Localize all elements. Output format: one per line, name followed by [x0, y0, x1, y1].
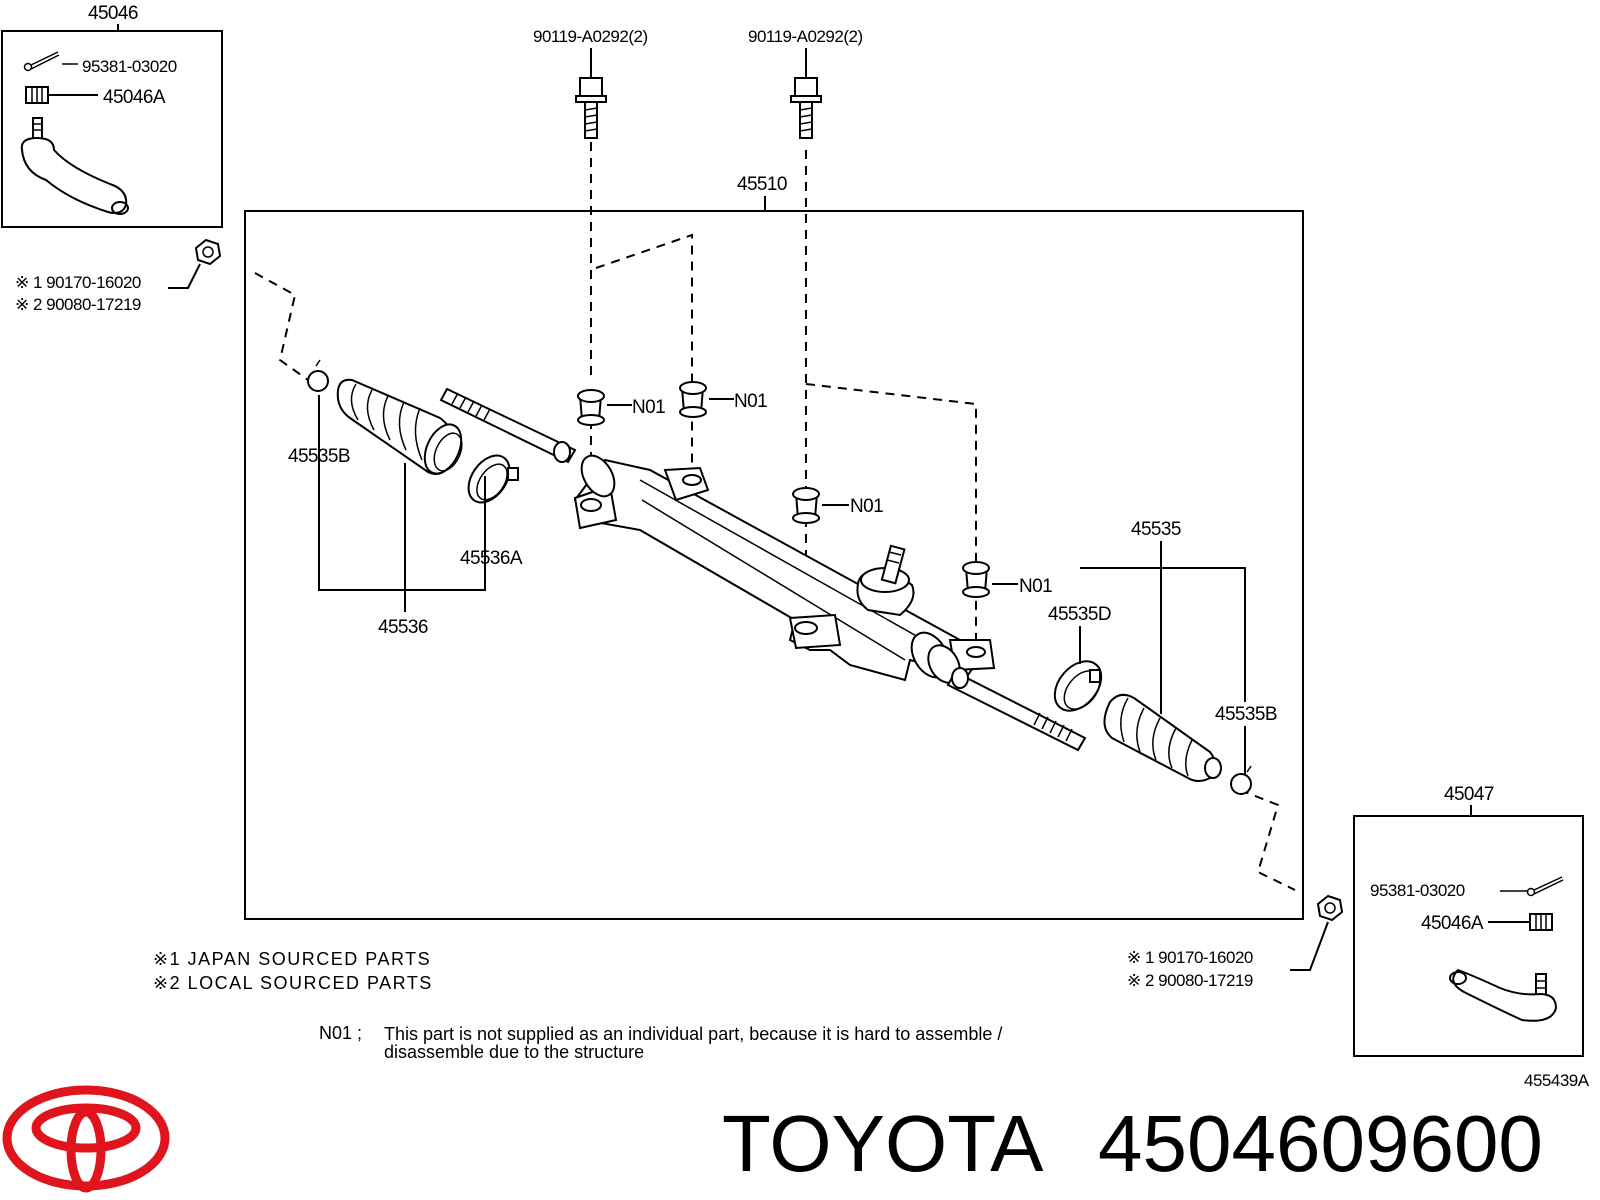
bolt-right-label: 90119-A0292(2) — [748, 27, 863, 46]
bolt-right: 90119-A0292(2) — [748, 27, 863, 139]
toyota-logo-icon — [2, 1085, 170, 1193]
bushing-icon — [792, 487, 820, 524]
hex-nut-icon — [1316, 894, 1344, 922]
right-nut-ref-group: ※ 1 90170-16020 ※ 2 90080-17219 — [1127, 894, 1344, 990]
label-clamp-left: 45536A — [460, 548, 523, 569]
bushing-n01-1: N01 — [577, 389, 666, 426]
inset-right-frame — [1353, 815, 1584, 1057]
castle-nut-icon — [1488, 913, 1553, 931]
tie-rod-end-icon — [1449, 968, 1558, 1022]
diagram-id: 455439A — [1524, 1071, 1590, 1090]
main-box-frame — [244, 210, 1304, 920]
bolt-left: 90119-A0292(2) — [533, 27, 648, 378]
inset-right-nut-label: 45046A — [1421, 913, 1484, 934]
inset-left-title: 45046 — [88, 3, 138, 24]
boot-left-icon — [307, 359, 463, 475]
inset-left-frame — [1, 30, 223, 228]
label-boot-set-right: 45535 — [1131, 519, 1181, 540]
bushing-icon — [962, 561, 990, 598]
main-assembly-box: 45510 — [244, 150, 1304, 920]
rack-rod-right-icon — [946, 667, 1087, 752]
note-n01-line1: This part is not supplied as an individu… — [384, 1024, 1002, 1044]
bushing-label: N01 — [850, 496, 883, 517]
clamp-right-icon — [1053, 660, 1103, 712]
left-nut-ref-1: ※ 1 90170-16020 — [15, 273, 141, 292]
inset-right-cotter-pin-label: 95381-03020 — [1370, 881, 1465, 900]
label-boot-assy-left: 45536 — [378, 617, 428, 638]
right-nut-ref-1: ※ 1 90170-16020 — [1127, 948, 1253, 967]
inset-right: 45047 95381-03020 45046A — [1353, 784, 1584, 1057]
bushing-n01-2: N01 — [679, 381, 768, 418]
footnotes: ※1 JAPAN SOURCED PARTS ※2 LOCAL SOURCED … — [153, 949, 1002, 1062]
tie-rod-end-icon — [20, 117, 129, 215]
note-n01-line2: disassemble due to the structure — [384, 1042, 644, 1062]
bushing-n01-4: N01 — [962, 561, 1053, 598]
label-boot-clamp-right: 45535B — [1215, 704, 1277, 725]
left-nut-ref-2: ※ 2 90080-17219 — [15, 295, 141, 314]
bushing-n01-3: N01 — [792, 487, 884, 524]
clamp-left-icon — [467, 454, 519, 504]
inset-left: 45046 95381-03020 45046A — [1, 3, 223, 228]
right-nut-ref-2: ※ 2 90080-17219 — [1127, 971, 1253, 990]
brand-name: TOYOTA — [722, 1099, 1044, 1188]
cotter-pin-icon — [1500, 876, 1564, 897]
castle-nut-icon — [25, 86, 98, 104]
inset-left-nut-label: 45046A — [103, 87, 166, 108]
hex-nut-icon — [194, 238, 222, 266]
left-nut-ref-group: ※ 1 90170-16020 ※ 2 90080-17219 — [15, 238, 222, 314]
bushing-label: N01 — [734, 391, 767, 412]
note-n01-key: N01 ; — [319, 1023, 362, 1043]
bolt-icon — [575, 77, 607, 139]
bolt-left-label: 90119-A0292(2) — [533, 27, 648, 46]
note-japan: ※1 JAPAN SOURCED PARTS — [153, 949, 431, 969]
bushing-label: N01 — [632, 397, 665, 418]
boot-right-icon — [1103, 693, 1252, 795]
bolt-icon — [790, 77, 822, 139]
bushing-icon — [577, 389, 605, 426]
inset-right-title: 45047 — [1444, 784, 1494, 805]
part-number: 4504609600 — [1098, 1099, 1543, 1188]
main-box-label: 45510 — [737, 174, 787, 195]
rack-rod-left-icon — [439, 387, 577, 464]
bushing-icon — [679, 381, 707, 418]
inset-left-cotter-pin-label: 95381-03020 — [82, 57, 177, 76]
cotter-pin-icon — [23, 51, 78, 72]
steering-rack-housing-icon — [573, 454, 996, 684]
label-clamp-right: 45535D — [1048, 604, 1111, 625]
bushing-label: N01 — [1019, 576, 1052, 597]
note-local: ※2 LOCAL SOURCED PARTS — [153, 973, 433, 993]
